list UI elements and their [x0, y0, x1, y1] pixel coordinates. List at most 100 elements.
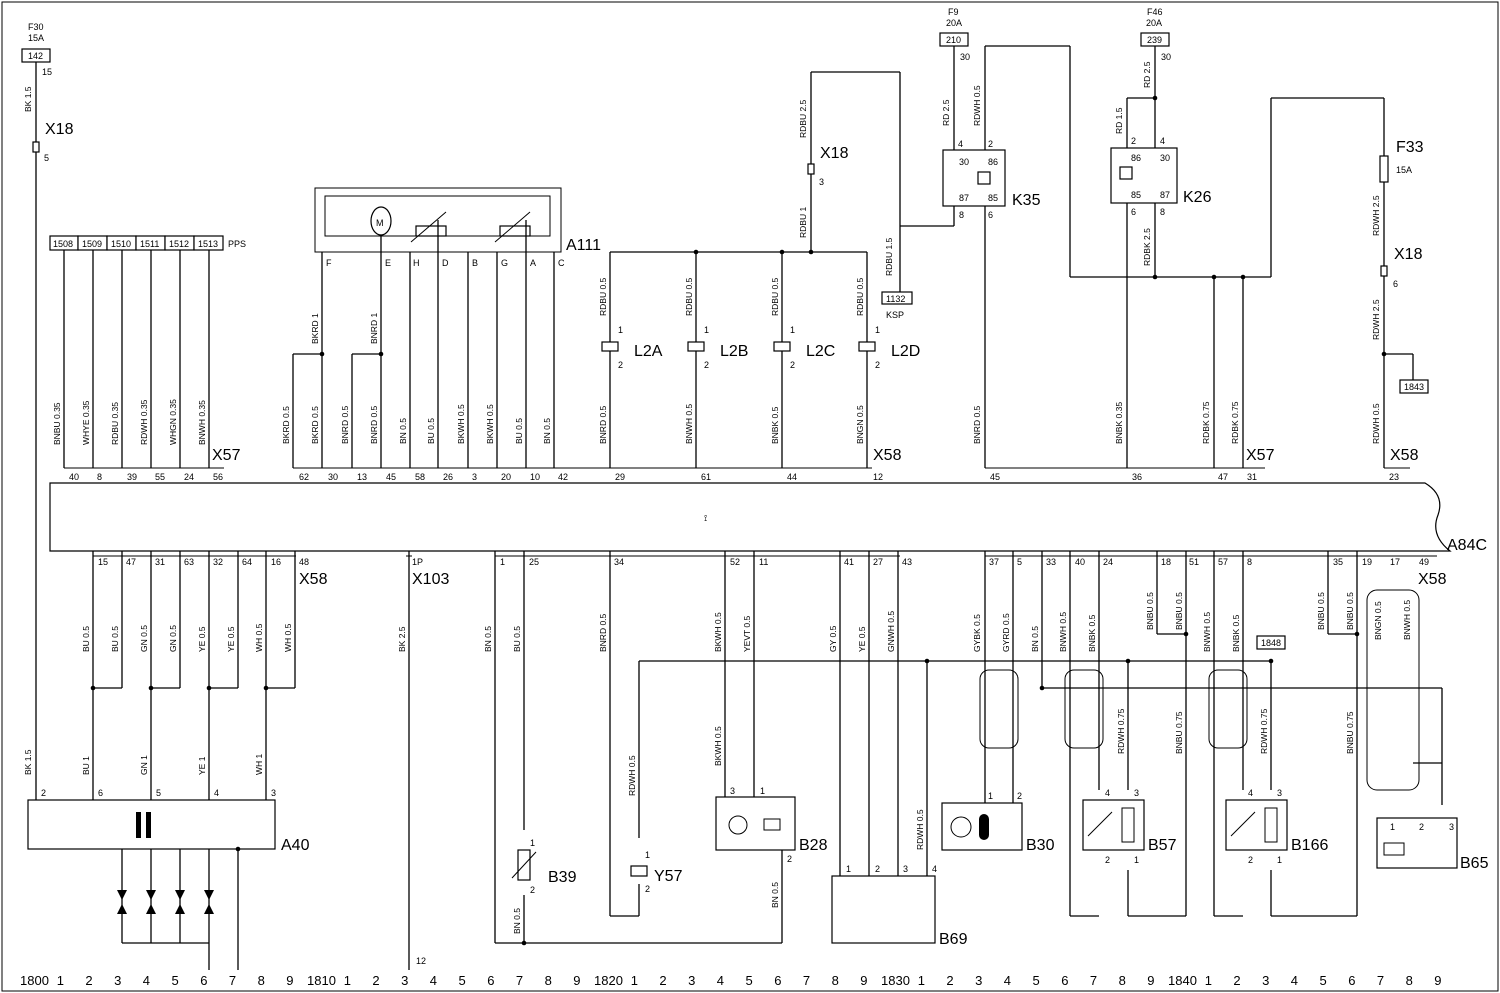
svg-text:10: 10	[530, 472, 540, 482]
svg-text:1: 1	[790, 325, 795, 335]
ruler-label: 1800	[20, 973, 49, 988]
svg-text:52: 52	[730, 557, 740, 567]
svg-text:⟟: ⟟	[704, 513, 707, 523]
wire-label-rdbk075b: RDBK 0.75	[1230, 401, 1240, 444]
connector-x18-left	[32, 141, 40, 153]
a111-pin-h: H	[413, 258, 420, 268]
svg-text:55: 55	[155, 472, 165, 482]
ruler-label: 1	[631, 973, 638, 988]
ruler-label: 4	[430, 973, 437, 988]
svg-text:11: 11	[759, 557, 768, 567]
wire-label-bnwh035: BNWH 0.35	[197, 400, 207, 445]
svg-text:1: 1	[1134, 855, 1139, 865]
fuse-f9: F9 20A 210 30	[939, 7, 970, 62]
svg-text:RDWH 0.75: RDWH 0.75	[1259, 708, 1269, 754]
svg-text:BNBU 0.5: BNBU 0.5	[1345, 592, 1355, 630]
sensor-b65: 1 2 3 B65	[1376, 817, 1489, 872]
ruler-label: 2	[1233, 973, 1240, 988]
ruler-label: 1	[1205, 973, 1212, 988]
svg-text:2: 2	[1017, 791, 1022, 801]
ruler-label: 7	[1090, 973, 1097, 988]
injector-wires	[609, 71, 901, 468]
wire-label-mid-8: BU 0.5	[514, 418, 524, 444]
svg-text:42: 42	[558, 472, 568, 482]
svg-text:1: 1	[988, 791, 993, 801]
wire-label-rdwh05-right: RDWH 0.5	[1371, 403, 1381, 444]
ruler-label: 2	[946, 973, 953, 988]
ref-1132: 1132	[886, 294, 905, 304]
svg-text:8: 8	[97, 472, 102, 482]
connector-strip-top-right: 45 36 47 31 X57 23 X58	[985, 447, 1419, 482]
label-b69: B69	[939, 931, 968, 948]
wire-label-bk25: BK 2.5	[397, 626, 407, 652]
svg-text:85: 85	[988, 193, 998, 203]
wire-label-b69: RDWH 0.5	[915, 809, 925, 850]
svg-text:44: 44	[787, 472, 797, 482]
ruler-label: 8	[258, 973, 265, 988]
label-x58-bottom-right: X58	[1418, 571, 1447, 588]
ruler-label: 6	[1061, 973, 1068, 988]
pin-x18-3: 3	[819, 177, 824, 187]
wire-label-bkrd1: BKRD 1	[310, 313, 320, 344]
wire-label-l2b-down: BNWH 0.5	[684, 404, 694, 444]
fuse-f30-rating: 15A	[28, 33, 44, 43]
pps-1508: 1508	[53, 239, 73, 249]
ruler-label: 9	[286, 973, 293, 988]
svg-text:26: 26	[443, 472, 453, 482]
label-b166: B166	[1291, 837, 1328, 854]
pps-1511: 1511	[140, 239, 159, 249]
svg-text:30: 30	[328, 472, 338, 482]
pin-x18-6: 6	[1393, 279, 1398, 289]
svg-text:GNWH 0.5: GNWH 0.5	[886, 611, 896, 652]
label-k35: K35	[1012, 192, 1041, 209]
connector-strip-bottom-mid: 1 25 34 52 11 41 27 43	[495, 555, 912, 567]
svg-text:32: 32	[213, 557, 223, 567]
svg-text:BK 1.5: BK 1.5	[23, 749, 33, 775]
svg-text:1: 1	[530, 838, 535, 848]
f33-wires	[1383, 182, 1414, 468]
svg-text:GN 0.5: GN 0.5	[139, 625, 149, 652]
svg-text:45: 45	[990, 472, 1000, 482]
svg-text:4: 4	[1248, 788, 1253, 798]
svg-text:239: 239	[1147, 35, 1162, 45]
shield-b30	[979, 669, 1019, 749]
svg-text:2: 2	[1419, 822, 1424, 832]
svg-text:1: 1	[1390, 822, 1395, 832]
wire-label-l2c-down: BNBK 0.5	[770, 406, 780, 444]
svg-text:GY 0.5: GY 0.5	[828, 625, 838, 652]
svg-text:2: 2	[1131, 136, 1136, 146]
wire-label-mid-0: BKRD 0.5	[281, 406, 291, 444]
injector-l2a: 1 2 L2A	[601, 325, 663, 370]
label-b57: B57	[1148, 837, 1177, 854]
connector-x18-mid	[807, 163, 815, 175]
ruler-label: 8	[1119, 973, 1126, 988]
a40-arrows	[117, 890, 214, 914]
svg-text:25: 25	[529, 557, 539, 567]
ruler-label: 9	[1434, 973, 1441, 988]
svg-text:4: 4	[958, 139, 963, 149]
svg-text:WH 1: WH 1	[254, 753, 264, 775]
svg-text:20A: 20A	[1146, 18, 1162, 28]
svg-text:1: 1	[760, 786, 765, 796]
svg-text:30: 30	[960, 52, 970, 62]
svg-text:47: 47	[1218, 472, 1228, 482]
svg-text:30: 30	[1161, 52, 1171, 62]
svg-text:63: 63	[184, 557, 194, 567]
svg-text:1: 1	[1277, 855, 1282, 865]
label-x18-mid: X18	[820, 145, 849, 162]
ecu-a84c: ⟟ A84C	[49, 482, 1487, 554]
svg-text:18: 18	[1161, 557, 1171, 567]
ruler-label: 1	[918, 973, 925, 988]
svg-text:4: 4	[932, 864, 937, 874]
module-b69: 1 2 3 4 B69	[831, 864, 968, 948]
svg-text:RDWH 0.75: RDWH 0.75	[1116, 708, 1126, 754]
svg-text:35: 35	[1333, 557, 1343, 567]
pps-wires	[63, 250, 210, 468]
sensor-b28: 3 1 2 B28	[715, 786, 828, 864]
svg-text:57: 57	[1218, 557, 1228, 567]
a111-pin-d: D	[442, 258, 449, 268]
wire-label-rdwh25b: RDWH 2.5	[1371, 299, 1381, 340]
svg-text:31: 31	[1247, 472, 1257, 482]
svg-text:1: 1	[846, 864, 851, 874]
